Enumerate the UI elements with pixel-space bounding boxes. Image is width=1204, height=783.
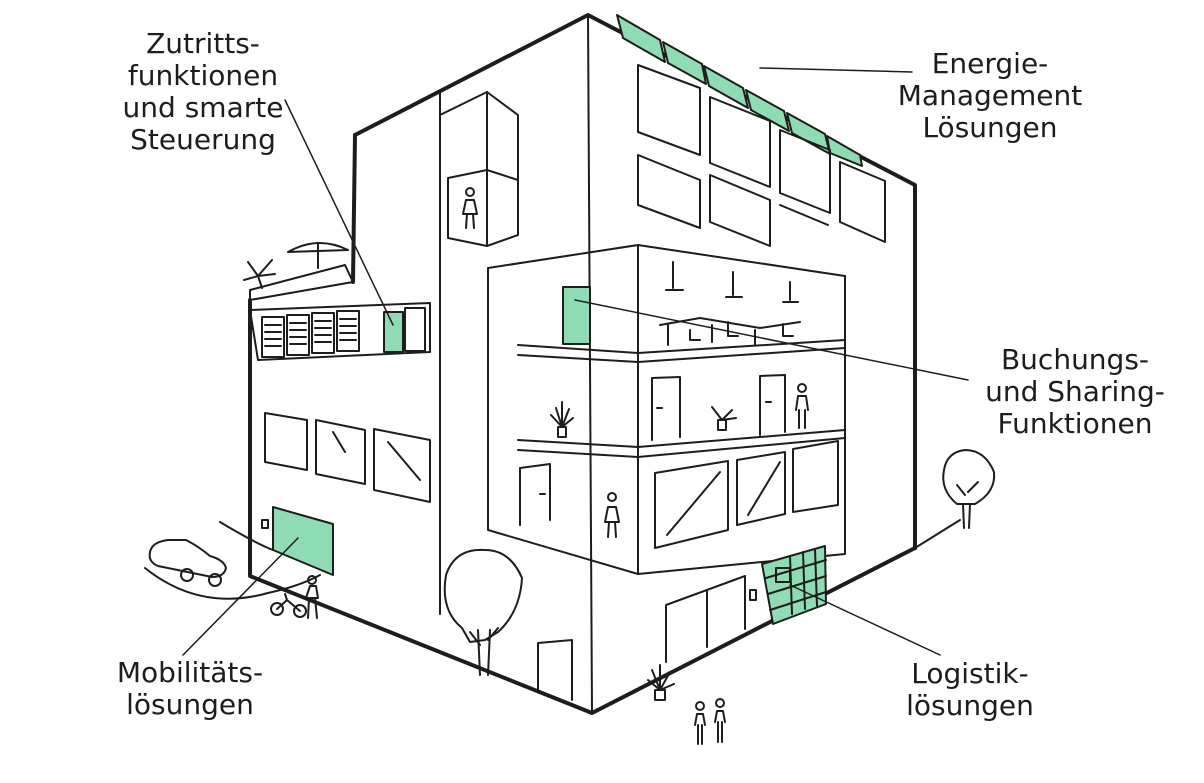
plant-and-people xyxy=(647,664,726,745)
label-line: Buchungs- xyxy=(1000,343,1150,376)
cutaway-section xyxy=(487,244,846,575)
locker-room xyxy=(249,302,431,361)
leader-booking xyxy=(574,299,969,381)
label-line: lösungen xyxy=(126,688,254,721)
label-line: Funktionen xyxy=(997,407,1153,440)
label-line: funktionen xyxy=(127,59,279,92)
car xyxy=(148,539,227,587)
label-line: Zutritts- xyxy=(146,27,260,60)
elevator xyxy=(439,91,519,247)
label-mobility-solutions: Mobilitäts- lösungen xyxy=(90,657,290,721)
label-energy-management: Energie- Management Lösungen xyxy=(880,48,1100,144)
access-door-highlight xyxy=(383,311,404,353)
label-line: und Sharing- xyxy=(985,375,1165,408)
person-with-bike xyxy=(270,575,319,619)
left-windows xyxy=(264,412,431,503)
ground-floor xyxy=(537,545,827,701)
middle-floor xyxy=(550,374,809,441)
label-line: Steuerung xyxy=(130,123,276,156)
label-line: Energie- xyxy=(931,47,1049,80)
label-logistics-solutions: Logistik- lösungen xyxy=(880,658,1060,722)
label-line: Logistik- xyxy=(911,657,1029,690)
garage xyxy=(144,506,334,600)
label-line: lösungen xyxy=(906,689,1034,722)
label-line: Management xyxy=(897,79,1083,112)
trees xyxy=(443,449,996,676)
leader-access xyxy=(284,99,394,326)
upper-windows xyxy=(637,64,886,247)
coworking-floor xyxy=(562,261,801,346)
leader-lines xyxy=(182,67,969,656)
label-booking-sharing: Buchungs- und Sharing- Funktionen xyxy=(970,344,1180,440)
leader-mobility xyxy=(182,537,299,656)
leader-energy xyxy=(759,67,913,73)
label-access-functions: Zutritts- funktionen und smarte Steuerun… xyxy=(98,28,308,156)
label-line: und smarte xyxy=(122,91,284,124)
rooftop-terrace xyxy=(243,241,354,301)
solar-panels xyxy=(616,14,863,167)
label-line: Mobilitäts- xyxy=(116,656,264,689)
leader-logistics xyxy=(789,584,941,656)
label-line: Lösungen xyxy=(922,111,1058,144)
booking-door-highlight xyxy=(562,286,591,345)
lower-floor xyxy=(519,440,839,549)
